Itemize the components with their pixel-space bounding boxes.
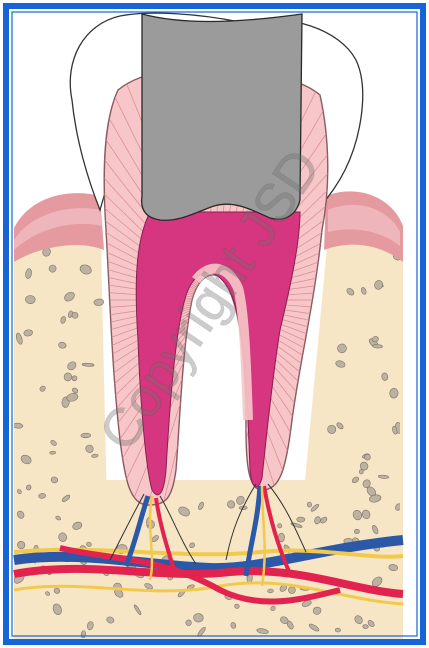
trabecula (354, 529, 360, 534)
trabecula (50, 451, 56, 454)
trabecula (335, 628, 341, 632)
trabecula (362, 624, 368, 629)
trabecula (307, 502, 312, 508)
trabecula (81, 433, 91, 438)
trabecula (267, 589, 273, 593)
trabecula (297, 517, 305, 522)
trabecula (373, 344, 383, 348)
